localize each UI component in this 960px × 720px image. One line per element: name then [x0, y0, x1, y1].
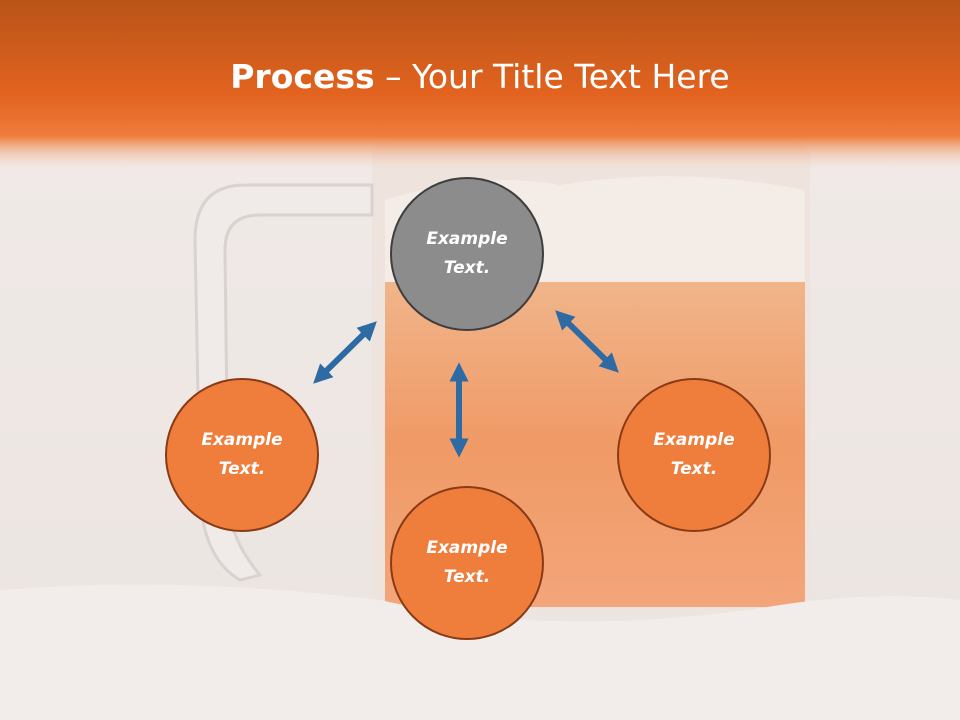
title-rest: – Your Title Text Here — [374, 57, 730, 96]
node-center: Example Text. — [390, 177, 544, 331]
title-bold: Process — [230, 57, 375, 96]
slide-title: Process – Your Title Text Here — [0, 52, 960, 102]
node-left: Example Text. — [165, 378, 319, 532]
node-bottom-label: Example Text. — [426, 538, 508, 587]
node-right: Example Text. — [617, 378, 771, 532]
node-left-label: Example Text. — [201, 430, 283, 479]
node-bottom: Example Text. — [390, 486, 544, 640]
arrow-center-right — [555, 310, 619, 373]
arrow-center-left — [313, 321, 377, 384]
node-right-label: Example Text. — [653, 430, 735, 479]
node-center-label: Example Text. — [426, 229, 508, 278]
